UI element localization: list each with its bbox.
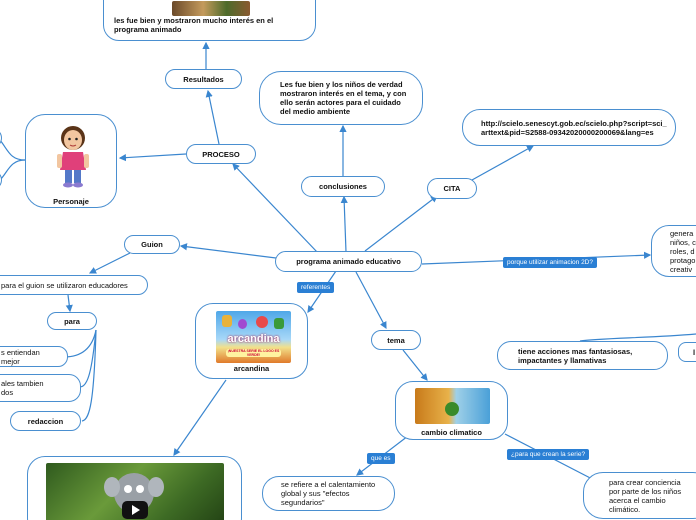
play-button-icon[interactable] — [122, 501, 148, 519]
edge-personaje-left-1 — [0, 139, 26, 161]
acciones-text: tiene acciones mas fantasiosas, impactan… — [518, 346, 633, 365]
conclusiones-text-node[interactable]: Les fue bien y los niños de verdad mostr… — [259, 71, 423, 125]
guion-node[interactable]: Guion — [124, 235, 180, 254]
tema-label: tema — [387, 335, 405, 345]
partial-right-text: l — [693, 347, 696, 357]
center-node[interactable]: programa animado educativo — [275, 251, 422, 272]
acciones-text-node[interactable]: tiene acciones mas fantasiosas, impactan… — [497, 341, 668, 370]
edge-arcandina-video — [173, 379, 227, 456]
conclusiones-node[interactable]: conclusiones — [301, 176, 385, 197]
tema-node[interactable]: tema — [371, 330, 421, 350]
para-que-text: para crear conciencia por parte de los n… — [609, 477, 682, 514]
redaccion-label: redaccion — [27, 416, 64, 426]
center-node-label: programa animado educativo — [296, 257, 401, 266]
cita-url-node[interactable]: http://scielo.senescyt.gob.ec/scielo.php… — [462, 109, 676, 146]
edge-center-proceso — [232, 163, 319, 254]
edge-guion-text — [88, 252, 131, 274]
tag-referentes[interactable]: referentes — [297, 282, 335, 293]
resultados-text-node[interactable]: les fue bien y mostraron mucho interés e… — [103, 0, 316, 41]
para-branch-1-node[interactable]: s entiendan mejor — [0, 346, 68, 367]
para-que-text-node[interactable]: para crear conciencia por parte de los n… — [583, 472, 696, 519]
guion-label: Guion — [141, 240, 163, 249]
arcandina-label: arcandina — [233, 364, 270, 373]
edge-cita-url — [471, 145, 535, 181]
edge-para-1 — [63, 329, 97, 358]
guion-text: para el guion se utilizaron educadores — [1, 280, 128, 290]
arcandina-slogan: ¡NUESTRA SERIE EL LOGO ES VERDE! — [226, 349, 281, 358]
que-es-text-node[interactable]: se refiere a el calentamiento global y s… — [262, 476, 395, 511]
cambio-climatico-label: cambio climatico — [421, 428, 482, 437]
edge-guiontext-para — [65, 294, 73, 313]
conclusiones-label: conclusiones — [319, 182, 367, 191]
guion-text-node[interactable]: para el guion se utilizaron educadores — [0, 275, 148, 295]
cita-node[interactable]: CITA — [427, 178, 477, 199]
resultados-label: Resultados — [183, 74, 224, 84]
para-branch-2-node[interactable]: ales tambien dos — [0, 374, 81, 402]
edge-para-2 — [79, 329, 97, 388]
resultados-image — [172, 1, 250, 16]
edge-center-tema — [355, 271, 387, 330]
edge-personaje-left-2 — [0, 159, 26, 181]
genera-text-node[interactable]: genera niños, c roles, d protago creativ — [651, 225, 696, 277]
cita-label: CITA — [443, 184, 461, 193]
cambio-climatico-image — [415, 388, 490, 424]
video-node[interactable] — [27, 456, 242, 520]
tag-que-es[interactable]: que es — [367, 453, 395, 464]
arcandina-node[interactable]: arcandina ¡NUESTRA SERIE EL LOGO ES VERD… — [195, 303, 308, 379]
proceso-node[interactable]: PROCESO — [186, 144, 256, 164]
tag-para-que[interactable]: ¿para que crean la serie? — [507, 449, 590, 460]
edge-tema-cambio — [402, 349, 428, 381]
edge-center-conclusiones — [340, 195, 348, 253]
edge-center-guion — [179, 243, 277, 259]
para-branch-2-text: ales tambien dos — [1, 379, 44, 397]
resultados-node[interactable]: Resultados — [165, 69, 242, 89]
girl-character-icon — [57, 126, 89, 188]
proceso-label: PROCESO — [202, 149, 240, 159]
para-label: para — [64, 316, 80, 326]
que-es-text: se refiere a el calentamiento global y s… — [281, 480, 376, 507]
arcandina-logo-image: arcandina ¡NUESTRA SERIE EL LOGO ES VERD… — [216, 311, 291, 363]
arcandina-logo-text: arcandina — [227, 333, 280, 345]
edge-proceso-resultados — [205, 89, 220, 145]
resultados-text: les fue bien y mostraron mucho interés e… — [114, 16, 274, 34]
video-thumbnail[interactable] — [46, 463, 224, 520]
tag-porque-2d[interactable]: porque utilizar animacion 2D? — [503, 257, 597, 268]
cita-url-text: http://scielo.senescyt.gob.ec/scielo.php… — [481, 118, 667, 137]
personaje-label: Personaje — [53, 197, 89, 206]
conclusiones-text: Les fue bien y los niños de verdad mostr… — [280, 80, 407, 116]
personaje-node[interactable]: Personaje — [25, 114, 117, 208]
para-node[interactable]: para — [47, 312, 97, 330]
cambio-climatico-node[interactable]: cambio climatico — [395, 381, 508, 440]
genera-text: genera niños, c roles, d protago creativ — [670, 228, 696, 274]
para-branch-1-text: s entiendan mejor — [1, 347, 40, 366]
edge-para-redaccion — [81, 329, 97, 422]
edge-proceso-personaje — [118, 153, 187, 162]
redaccion-node[interactable]: redaccion — [10, 411, 81, 431]
edge-acciones — [579, 333, 696, 342]
partial-right-node[interactable]: l — [678, 342, 696, 362]
edge-center-cita — [364, 195, 438, 252]
